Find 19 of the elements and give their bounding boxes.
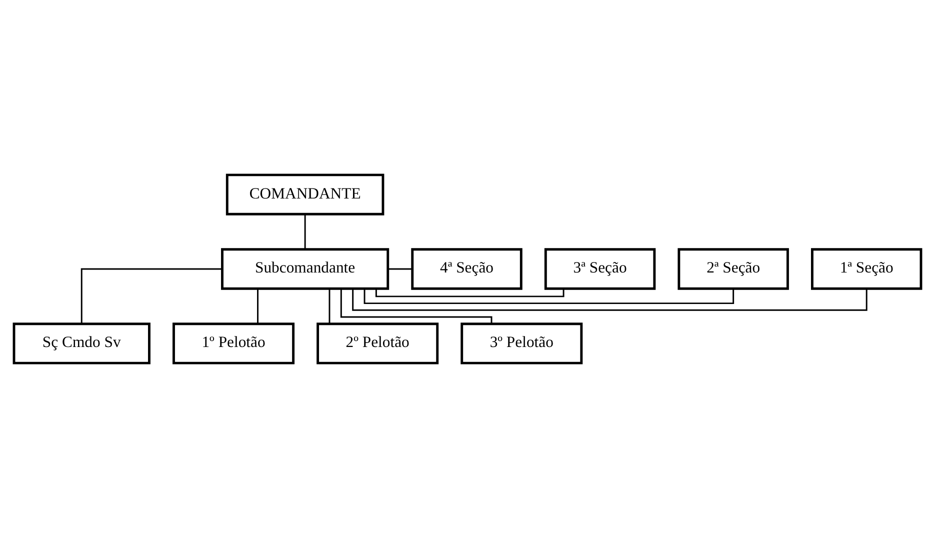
node-box: 1ª Seção bbox=[811, 248, 922, 290]
node-box: 3ª Seção bbox=[544, 248, 656, 290]
connector bbox=[388, 268, 412, 270]
connector bbox=[257, 288, 259, 324]
connector bbox=[340, 288, 492, 324]
node-box: Subcomandante bbox=[221, 248, 390, 290]
connector bbox=[364, 288, 734, 304]
node-box: 4ª Seção bbox=[411, 248, 522, 290]
node-box: 2ª Seção bbox=[678, 248, 789, 290]
node-box: 2º Pelotão bbox=[316, 322, 439, 364]
connector bbox=[328, 288, 330, 324]
node-box: 1º Pelotão bbox=[172, 322, 295, 364]
node-box: 3º Pelotão bbox=[460, 322, 583, 364]
connector bbox=[375, 288, 564, 297]
node-box: COMANDANTE bbox=[226, 173, 384, 215]
connector bbox=[352, 288, 868, 310]
node-box: Sç Cmdo Sv bbox=[12, 322, 150, 364]
connector bbox=[80, 268, 222, 324]
connector bbox=[304, 214, 306, 249]
